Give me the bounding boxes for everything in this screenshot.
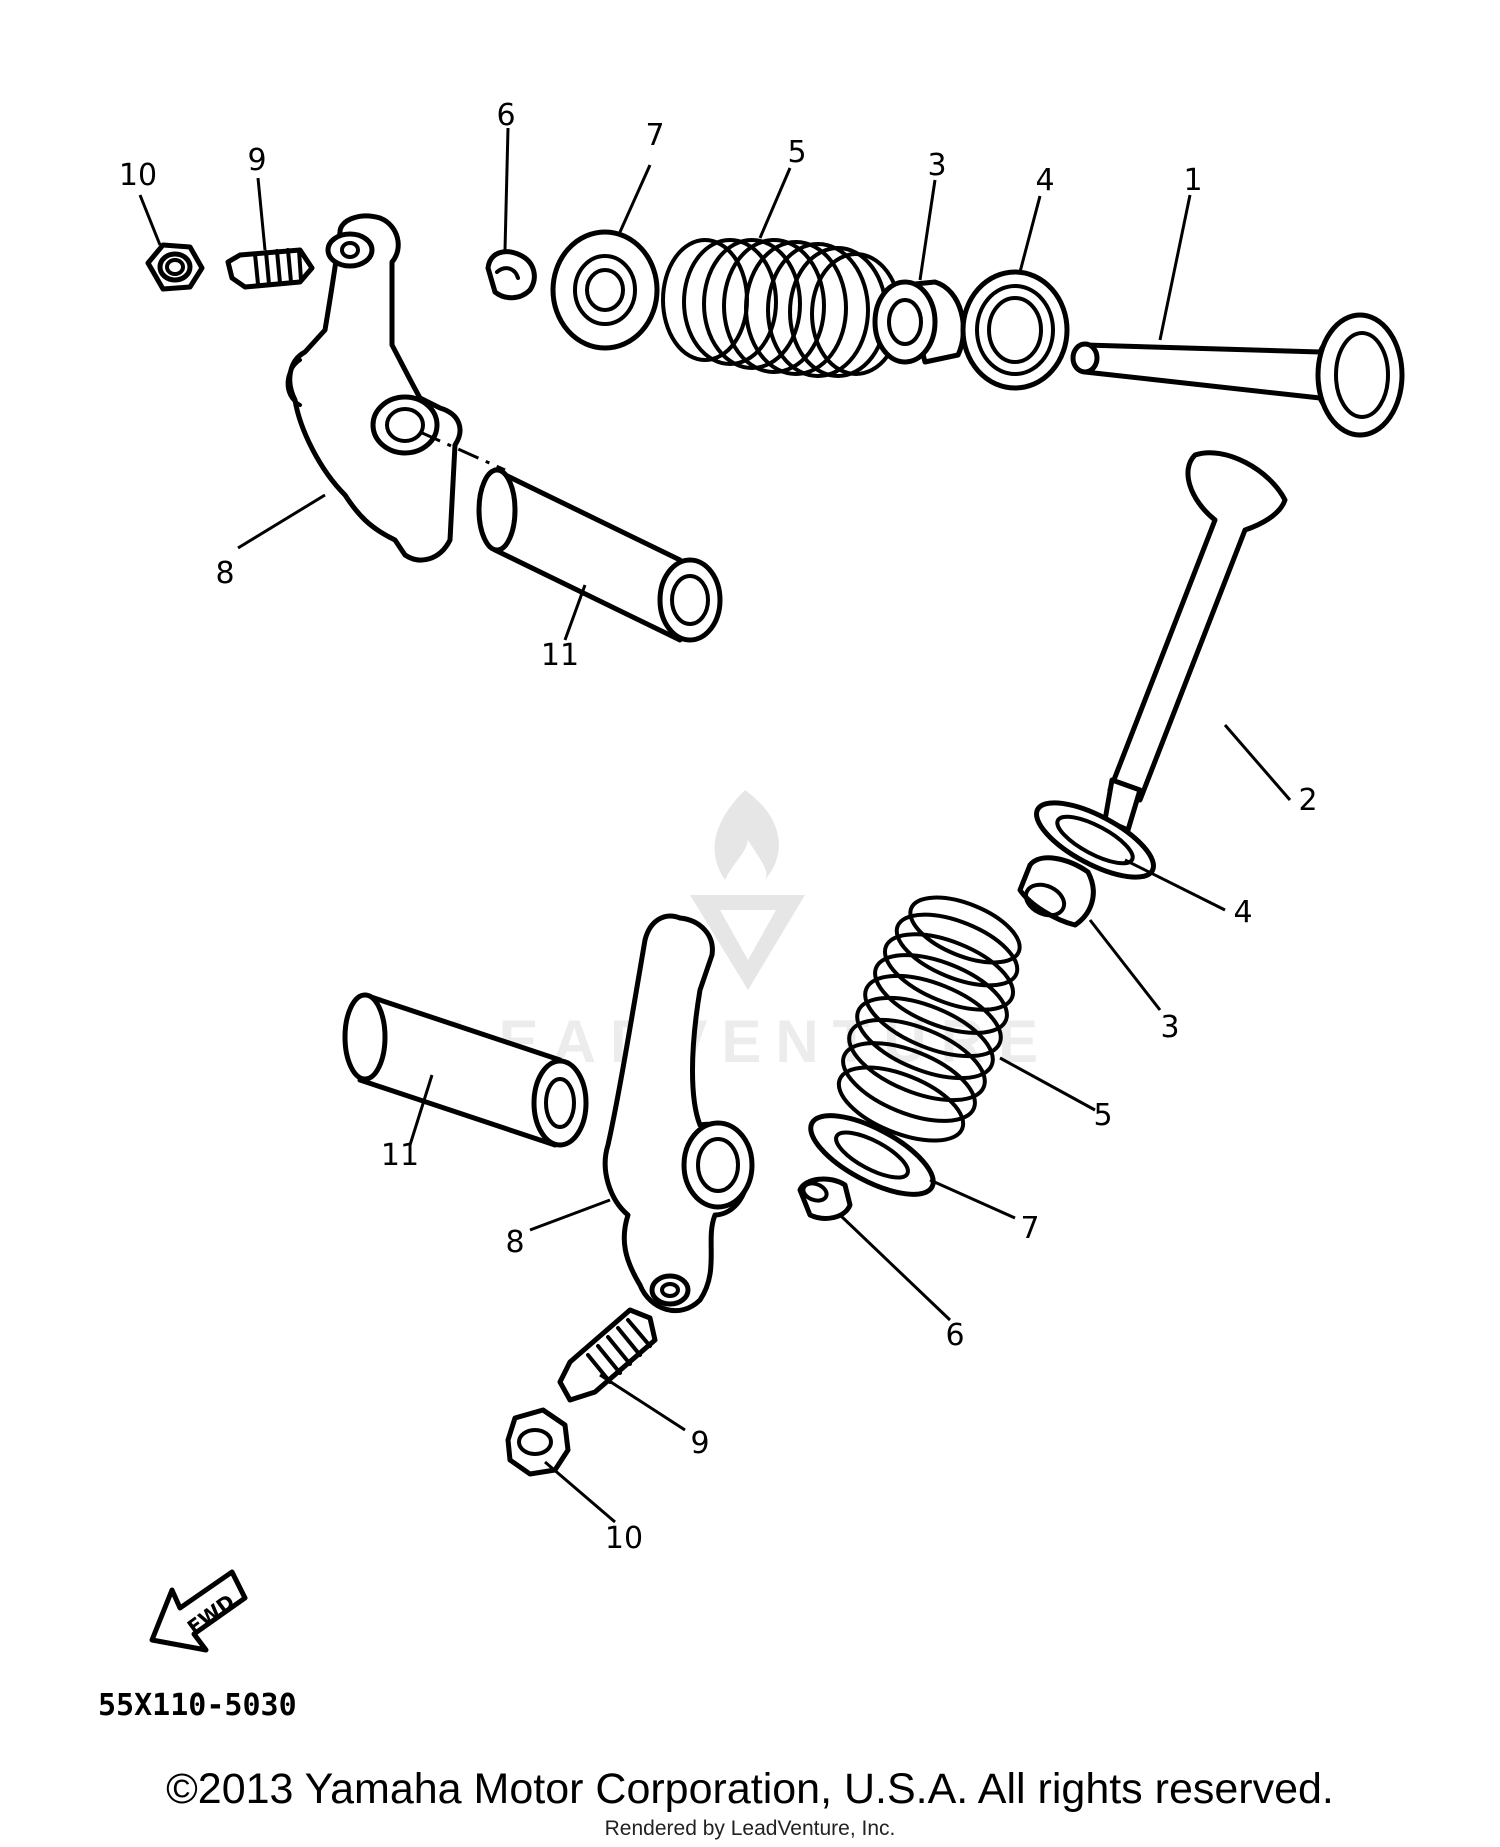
callout-7-lower: 7 — [1020, 1211, 1039, 1246]
callout-4-upper: 4 — [1035, 163, 1054, 198]
callout-9-upper: 9 — [247, 143, 266, 178]
part-9-adjuster-upper — [225, 247, 315, 290]
fwd-arrow: FWD — [149, 1569, 248, 1653]
part-2-valve-lower — [1102, 450, 1288, 833]
part-6-valve-cotter-lower — [797, 1176, 853, 1221]
part-6-valve-cotter-upper — [485, 249, 537, 301]
part-10-nut-lower — [505, 1407, 571, 1477]
part-3-stem-seal-upper — [872, 279, 966, 365]
part-9-adjuster-lower — [557, 1307, 658, 1403]
copyright-notice: ©2013 Yamaha Motor Corporation, U.S.A. A… — [166, 1765, 1334, 1813]
callout-9-lower: 9 — [690, 1426, 709, 1461]
callout-8-lower: 8 — [505, 1225, 524, 1260]
part-1-valve-upper — [1070, 312, 1405, 438]
part-5-valve-spring-lower — [836, 895, 1022, 1143]
part-7-spring-retainer-upper — [550, 229, 660, 351]
leader-lines — [138, 127, 1292, 1524]
part-7-spring-retainer-lower — [808, 1113, 936, 1197]
callout-7-upper: 7 — [645, 118, 664, 153]
callouts-upper: 10 9 6 7 5 3 4 1 8 11 — [119, 98, 1203, 673]
drawing-code: 55X110-5030 — [98, 1688, 297, 1723]
callout-6-upper: 6 — [496, 98, 515, 133]
callout-5-upper: 5 — [787, 135, 806, 170]
callouts-lower: 2 4 3 5 7 6 11 8 9 10 — [381, 783, 1318, 1556]
callout-10-lower: 10 — [605, 1521, 643, 1556]
part-11-shaft-lower — [342, 992, 589, 1148]
callout-6-lower: 6 — [945, 1318, 964, 1353]
callout-8-upper: 8 — [215, 556, 234, 591]
callout-2-lower: 2 — [1298, 783, 1317, 818]
part-4-spring-seat-lower — [1034, 800, 1156, 880]
callout-11-upper: 11 — [541, 638, 579, 673]
callout-10-upper: 10 — [119, 158, 157, 193]
callout-3-lower: 3 — [1160, 1010, 1179, 1045]
rendered-by-credit: Rendered by LeadVenture, Inc. — [604, 1817, 896, 1840]
part-5-valve-spring-upper — [661, 238, 902, 378]
callout-1-upper: 1 — [1183, 163, 1202, 198]
part-8-rocker-arm-lower — [602, 913, 755, 1314]
callout-11-lower: 11 — [381, 1138, 419, 1173]
part-8-rocker-arm-upper — [285, 213, 463, 563]
part-3-stem-seal-lower — [1017, 855, 1096, 928]
callout-4-lower: 4 — [1233, 895, 1252, 930]
part-11-shaft-upper — [419, 430, 723, 643]
part-4-spring-seat-upper — [960, 269, 1070, 391]
callout-5-lower: 5 — [1093, 1098, 1112, 1133]
callout-3-upper: 3 — [927, 148, 946, 183]
part-10-nut-upper — [145, 242, 205, 292]
